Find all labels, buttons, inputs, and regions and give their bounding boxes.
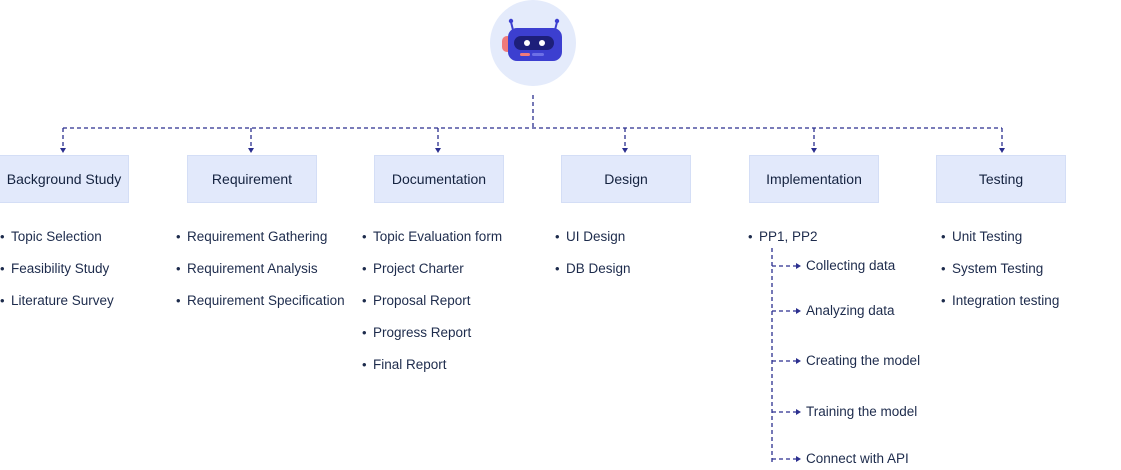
list-item: •Project Charter xyxy=(362,261,464,276)
list-documentation: •Topic Evaluation form •Project Charter … xyxy=(362,229,502,389)
bullet-icon: • xyxy=(0,229,5,244)
bullet-icon: • xyxy=(362,325,367,340)
subitem-arrow xyxy=(796,456,801,462)
list-implementation: •PP1, PP2 xyxy=(748,229,818,261)
list-item: •Integration testing xyxy=(941,293,1060,308)
phase-arrow xyxy=(811,148,817,153)
bullet-icon: • xyxy=(362,229,367,244)
bullet-icon: • xyxy=(176,229,181,244)
phase-title: Implementation xyxy=(766,171,862,187)
bullet-icon: • xyxy=(555,261,560,276)
list-item: •Topic Evaluation form xyxy=(362,229,503,244)
list-item: •PP1, PP2 xyxy=(748,229,818,244)
subitem-arrow xyxy=(796,409,801,415)
list-item: •Final Report xyxy=(362,357,447,372)
list-item: •Requirement Specification xyxy=(176,293,345,308)
list-item: •System Testing xyxy=(941,261,1044,276)
implementation-subitem: Training the model xyxy=(806,404,918,419)
list-item: •Literature Survey xyxy=(0,293,114,308)
list-item: •Feasibility Study xyxy=(0,261,110,276)
phase-title: Documentation xyxy=(391,171,487,187)
list-testing: •Unit Testing •System Testing •Integrati… xyxy=(941,229,1059,325)
phase-box-testing: Testing xyxy=(936,155,1066,203)
implementation-subitem: Creating the model xyxy=(806,353,921,368)
bullet-icon: • xyxy=(941,229,946,244)
bullet-icon: • xyxy=(0,261,5,276)
list-item: •UI Design xyxy=(555,229,626,244)
list-item: •Topic Selection xyxy=(0,229,102,244)
list-item: •Requirement Gathering xyxy=(176,229,328,244)
phase-box-design: Design xyxy=(561,155,691,203)
bullet-icon: • xyxy=(748,229,753,244)
phase-title: Requirement xyxy=(211,171,293,187)
list-design: •UI Design •DB Design xyxy=(555,229,631,293)
bullet-icon: • xyxy=(362,357,367,372)
list-item: •DB Design xyxy=(555,261,631,276)
bullet-icon: • xyxy=(555,229,560,244)
subitem-arrow xyxy=(796,263,801,269)
bullet-icon: • xyxy=(176,261,181,276)
list-item: •Progress Report xyxy=(362,325,472,340)
phase-box-documentation: Documentation xyxy=(374,155,504,203)
phase-arrow xyxy=(622,148,628,153)
bullet-icon: • xyxy=(0,293,5,308)
phase-box-requirement: Requirement xyxy=(187,155,317,203)
bullet-icon: • xyxy=(941,261,946,276)
list-item: •Proposal Report xyxy=(362,293,471,308)
phase-arrow xyxy=(999,148,1005,153)
list-background-study: •Topic Selection •Feasibility Study •Lit… xyxy=(0,229,114,325)
root-node xyxy=(490,0,576,86)
phase-arrow xyxy=(248,148,254,153)
list-item: •Unit Testing xyxy=(941,229,1023,244)
phase-title: Background Study xyxy=(6,171,122,187)
phase-arrow xyxy=(435,148,441,153)
bullet-icon: • xyxy=(362,293,367,308)
bullet-icon: • xyxy=(941,293,946,308)
subitem-arrow xyxy=(796,308,801,314)
list-item: •Requirement Analysis xyxy=(176,261,318,276)
implementation-subitem: Collecting data xyxy=(806,258,896,273)
subitem-arrow xyxy=(796,358,801,364)
phase-arrow xyxy=(60,148,66,153)
phase-box-implementation: Implementation xyxy=(749,155,879,203)
phase-title: Design xyxy=(604,171,648,187)
phase-title: Testing xyxy=(978,171,1024,187)
robot-icon xyxy=(502,18,562,61)
phase-box-background-study: Background Study xyxy=(0,155,129,203)
list-requirement: •Requirement Gathering •Requirement Anal… xyxy=(176,229,345,325)
implementation-subitem: Analyzing data xyxy=(806,303,895,318)
implementation-subitem: Connect with API xyxy=(806,451,909,466)
bullet-icon: • xyxy=(176,293,181,308)
bullet-icon: • xyxy=(362,261,367,276)
